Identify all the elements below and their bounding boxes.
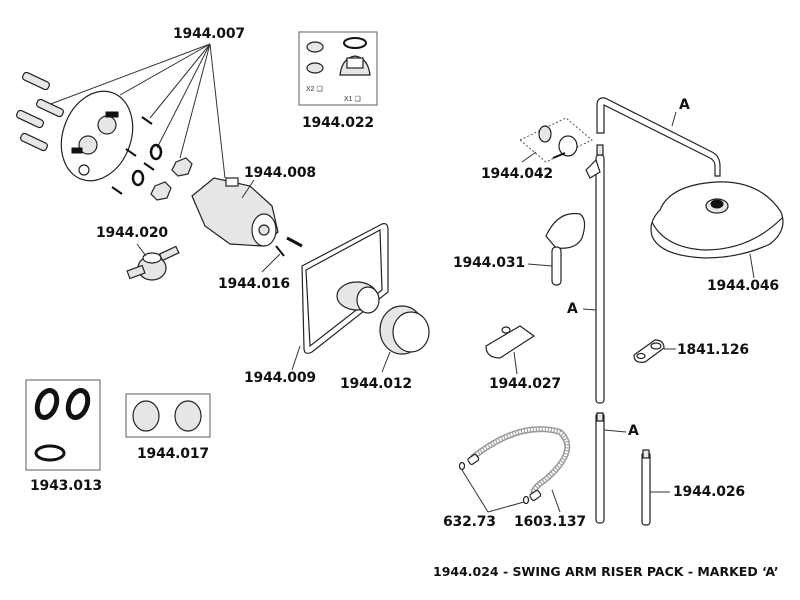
valve-body xyxy=(191,177,303,273)
control-knob xyxy=(379,305,430,373)
slide-bracket xyxy=(485,325,536,375)
label-1944-008: 1944.008 xyxy=(244,165,316,181)
wall-anchors xyxy=(16,71,64,152)
kit-box-1944-017 xyxy=(125,393,211,438)
diverter xyxy=(126,243,180,281)
marker-a-riser-lower: A xyxy=(628,423,639,439)
shower-hose xyxy=(458,426,571,513)
label-1944-031: 1944.031 xyxy=(453,255,525,271)
label-1944-012: 1944.012 xyxy=(340,376,412,392)
wall-clip xyxy=(633,339,676,363)
kit-box-1944-022 xyxy=(298,31,378,106)
label-1944-027: 1944.027 xyxy=(489,376,561,392)
kit-box-1943-013 xyxy=(25,379,101,471)
label-1841-126: 1841.126 xyxy=(677,342,749,358)
label-1944-022: 1944.022 xyxy=(302,115,374,131)
label-1944-026: 1944.026 xyxy=(673,484,745,500)
shower-head xyxy=(650,181,784,279)
marker-a-arm: A xyxy=(679,97,690,113)
footer-riser-pack-note: 1944.024 - SWING ARM RISER PACK - MARKED… xyxy=(433,564,779,579)
kit-1944-017-caps xyxy=(132,400,202,432)
mounting-plate xyxy=(60,90,134,182)
face-plate xyxy=(291,223,389,371)
shower-riser xyxy=(582,97,721,526)
label-1944-007: 1944.007 xyxy=(173,26,245,42)
marker-a-riser-upper: A xyxy=(567,301,578,317)
kit-1943-013-parts xyxy=(34,387,91,462)
label-1944-046: 1944.046 xyxy=(707,278,779,294)
label-1944-042: 1944.042 xyxy=(481,166,553,182)
label-1943-013: 1943.013 xyxy=(30,478,102,494)
fixings xyxy=(111,116,193,201)
label-1603-137: 1603.137 xyxy=(514,514,586,530)
label-632-73: 632.73 xyxy=(443,514,496,530)
label-1944-017: 1944.017 xyxy=(137,446,209,462)
label-1944-009: 1944.009 xyxy=(244,370,316,386)
wall-outlet xyxy=(519,117,593,163)
kit-1944-022-parts xyxy=(306,37,371,76)
label-1944-020: 1944.020 xyxy=(96,225,168,241)
hand-shower xyxy=(527,212,586,286)
label-1944-016: 1944.016 xyxy=(218,276,290,292)
qty-x2: X2 ❑ xyxy=(306,86,323,93)
leader-lines-1944-007 xyxy=(47,43,226,179)
qty-x1: X1 ❑ xyxy=(344,96,361,103)
